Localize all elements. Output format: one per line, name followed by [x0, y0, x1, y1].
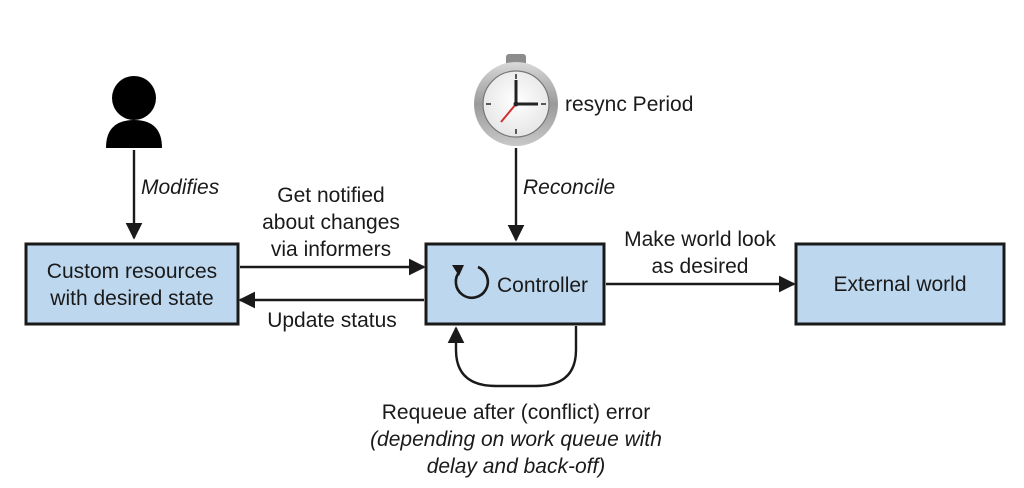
make-world-line2: as desired: [652, 255, 749, 278]
custom-resources-line1: Custom resources: [47, 260, 217, 283]
external-world-label: External world: [833, 273, 966, 296]
requeue-line3: delay and back-off): [427, 455, 606, 478]
stopwatch-icon: [474, 54, 558, 146]
modifies-label: Modifies: [141, 176, 220, 199]
custom-resources-node: Custom resources with desired state: [24, 242, 240, 326]
requeue-line1: Requeue after (conflict) error: [382, 401, 650, 424]
controller-label: Controller: [497, 274, 588, 297]
loop-icon: [452, 265, 490, 300]
controller-node: Controller: [424, 242, 606, 326]
person-icon: [106, 76, 162, 148]
get-notified-line2: about changes: [262, 211, 400, 234]
requeue-line2: (depending on work queue with: [370, 428, 662, 451]
get-notified-line1: Get notified: [277, 184, 384, 207]
resync-period-label: resync Period: [565, 93, 693, 116]
make-world-line1: Make world look: [624, 228, 776, 251]
get-notified-line3: via informers: [271, 238, 391, 261]
requeue-loop-arrow: [447, 326, 578, 388]
update-status-label: Update status: [267, 309, 397, 332]
reconcile-label: Reconcile: [523, 176, 615, 199]
custom-resources-line2: with desired state: [49, 287, 213, 310]
external-world-node: External world: [794, 242, 1006, 326]
